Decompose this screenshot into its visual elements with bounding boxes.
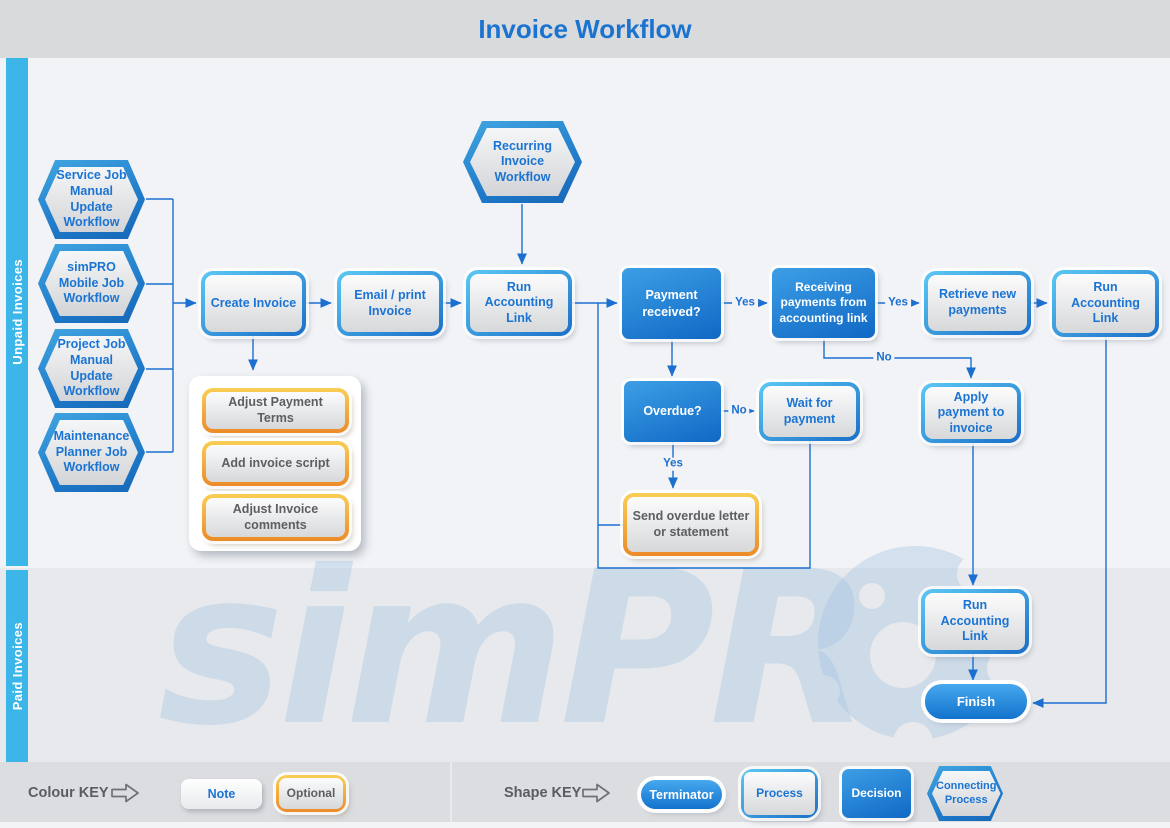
legend-terminator-shape: Terminator [641,780,722,809]
legend-connecting-process-shape: Connecting Process [927,766,1003,821]
note-send-overdue-letter: Send overdue letter or statement [623,493,759,556]
paid-invoices-label: Paid Invoices [9,621,25,711]
edge-label-yes-receiving: Yes [885,296,911,310]
title-bar: Invoice Workflow [0,0,1170,58]
edge-label-no-overdue: No [728,404,750,418]
legend-optional-swatch: Optional [276,775,346,812]
node-maintenance-planner-workflow: Maintenance Planner Job Workflow [38,413,145,492]
edge-label-no-receiving: No [873,351,895,365]
legend-decision-shape: Decision [842,769,911,818]
node-run-accounting-link-2: Run Accounting Link [1052,270,1159,337]
note-add-invoice-script: Add invoice script [202,441,349,486]
shape-key-label: Shape KEY [504,785,582,801]
shape-key-arrow-icon [582,783,610,803]
legend-process-shape: Process [741,769,818,818]
node-recurring-invoice-workflow: Recurring Invoice Workflow [463,121,582,203]
note-adjust-invoice-comments: Adjust Invoice comments [202,494,349,541]
unpaid-invoices-label: Unpaid Invoices [9,259,25,365]
colour-key-arrow-icon [111,783,139,803]
colour-key-label: Colour KEY [28,785,109,801]
legend-divider [450,762,452,822]
edge-label-yes-payment: Yes [732,296,758,310]
node-finish-terminator: Finish [925,684,1027,719]
node-project-job-workflow: Project Job Manual Update Workflow [38,329,145,408]
node-create-invoice: Create Invoice [201,271,306,336]
sidebar-unpaid-invoices: Unpaid Invoices [6,58,28,566]
node-payment-received-decision: Payment received? [622,268,721,339]
node-service-job-workflow: Service Job Manual Update Workflow [38,160,145,239]
node-receiving-payments-decision: Receiving payments from accounting link [772,268,875,338]
node-email-print-invoice: Email / print Invoice [337,271,443,336]
note-adjust-payment-terms: Adjust Payment Terms [202,388,349,433]
edge-label-yes-overdue: Yes [660,457,686,471]
node-retrieve-new-payments: Retrieve new payments [924,271,1031,335]
node-overdue-decision: Overdue? [624,381,721,442]
page-title: Invoice Workflow [478,13,692,44]
sidebar-paid-invoices: Paid Invoices [6,570,28,762]
node-simpro-mobile-workflow: simPRO Mobile Job Workflow [38,244,145,323]
node-run-accounting-link-1: Run Accounting Link [466,270,572,336]
node-apply-payment-to-invoice: Apply payment to invoice [921,383,1021,443]
bottom-strip [0,822,1170,828]
node-wait-for-payment: Wait for payment [759,382,860,441]
node-run-accounting-link-3: Run Accounting Link [921,589,1029,654]
legend-note-swatch: Note [181,779,262,809]
